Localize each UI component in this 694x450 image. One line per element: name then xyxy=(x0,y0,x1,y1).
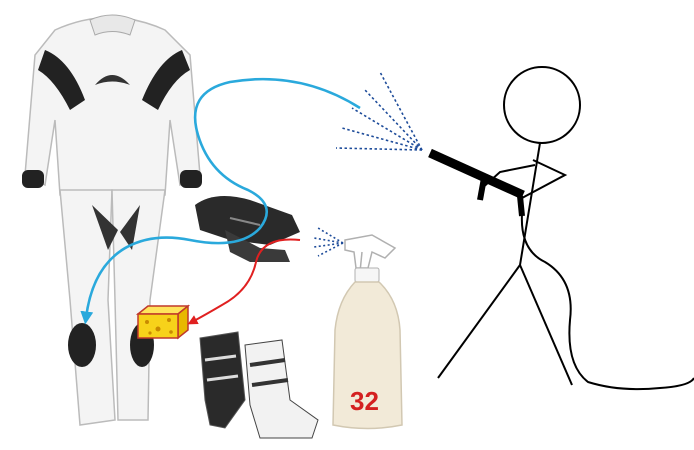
spray-bottle-icon: 32 xyxy=(333,235,402,429)
gloves-icon xyxy=(195,196,300,262)
bottle-label: 32 xyxy=(350,386,379,416)
stick-figure-icon xyxy=(438,67,580,385)
sponge-icon xyxy=(138,306,188,338)
wand-spray-icon xyxy=(336,72,422,150)
pressure-washer-wand-icon xyxy=(430,153,694,389)
boots-icon xyxy=(200,332,318,438)
motorcycle-suit-icon xyxy=(22,15,202,425)
bottle-spray-icon xyxy=(314,228,343,256)
